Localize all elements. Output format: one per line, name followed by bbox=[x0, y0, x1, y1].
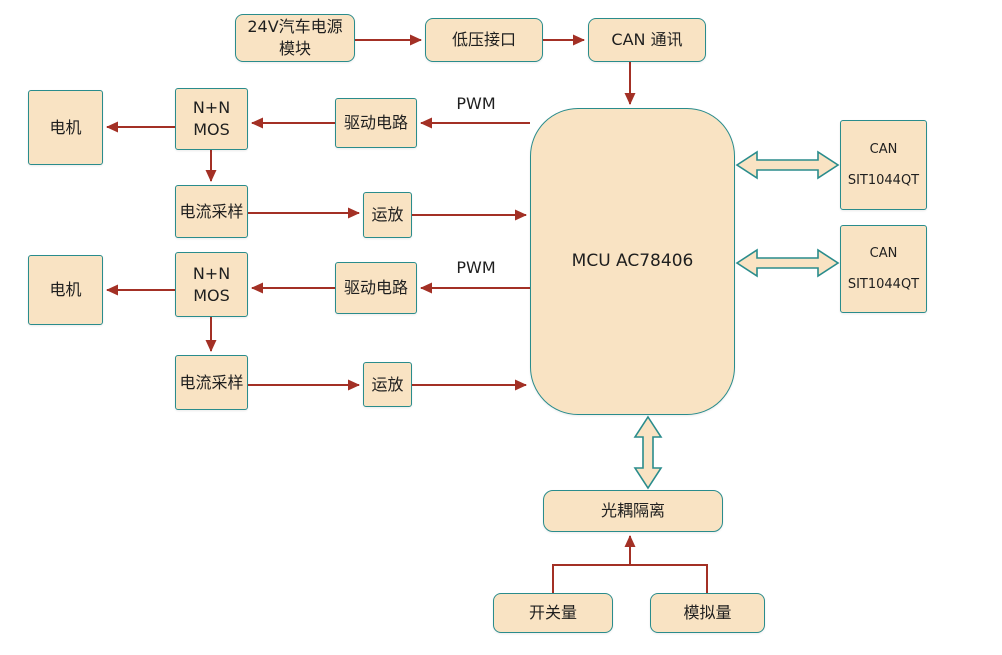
node-opamp-1: 运放 bbox=[363, 192, 412, 238]
node-can-transceiver-1: CAN SIT1044QT bbox=[840, 120, 927, 210]
node-nn-mos-1: N+N MOS bbox=[175, 88, 248, 150]
double-arrow-mcu-opto bbox=[633, 415, 663, 490]
node-digital-input: 开关量 bbox=[493, 593, 613, 633]
double-arrow-mcu-can2 bbox=[735, 248, 840, 278]
node-can-transceiver-2: CAN SIT1044QT bbox=[840, 225, 927, 313]
node-opamp-2: 运放 bbox=[363, 362, 412, 407]
node-analog-input: 模拟量 bbox=[650, 593, 765, 633]
node-opto-isolation: 光耦隔离 bbox=[543, 490, 723, 532]
node-motor-2: 电机 bbox=[28, 255, 103, 325]
node-current-sampling-2: 电流采样 bbox=[175, 355, 248, 410]
node-can-communication: CAN 通讯 bbox=[588, 18, 706, 62]
connector-inputs-merge bbox=[552, 564, 708, 593]
node-drive-circuit-2: 驱动电路 bbox=[335, 262, 417, 314]
node-current-sampling-1: 电流采样 bbox=[175, 185, 248, 238]
double-arrow-mcu-can1 bbox=[735, 150, 840, 180]
node-drive-circuit-1: 驱动电路 bbox=[335, 98, 417, 148]
node-24v-power-module: 24V汽车电源 模块 bbox=[235, 14, 355, 62]
node-low-voltage-interface: 低压接口 bbox=[425, 18, 543, 62]
node-mcu-ac78406: MCU AC78406 bbox=[530, 108, 735, 415]
pwm-label-2: PWM bbox=[456, 258, 496, 277]
node-motor-1: 电机 bbox=[28, 90, 103, 165]
pwm-label-1: PWM bbox=[456, 94, 496, 113]
node-nn-mos-2: N+N MOS bbox=[175, 252, 248, 317]
